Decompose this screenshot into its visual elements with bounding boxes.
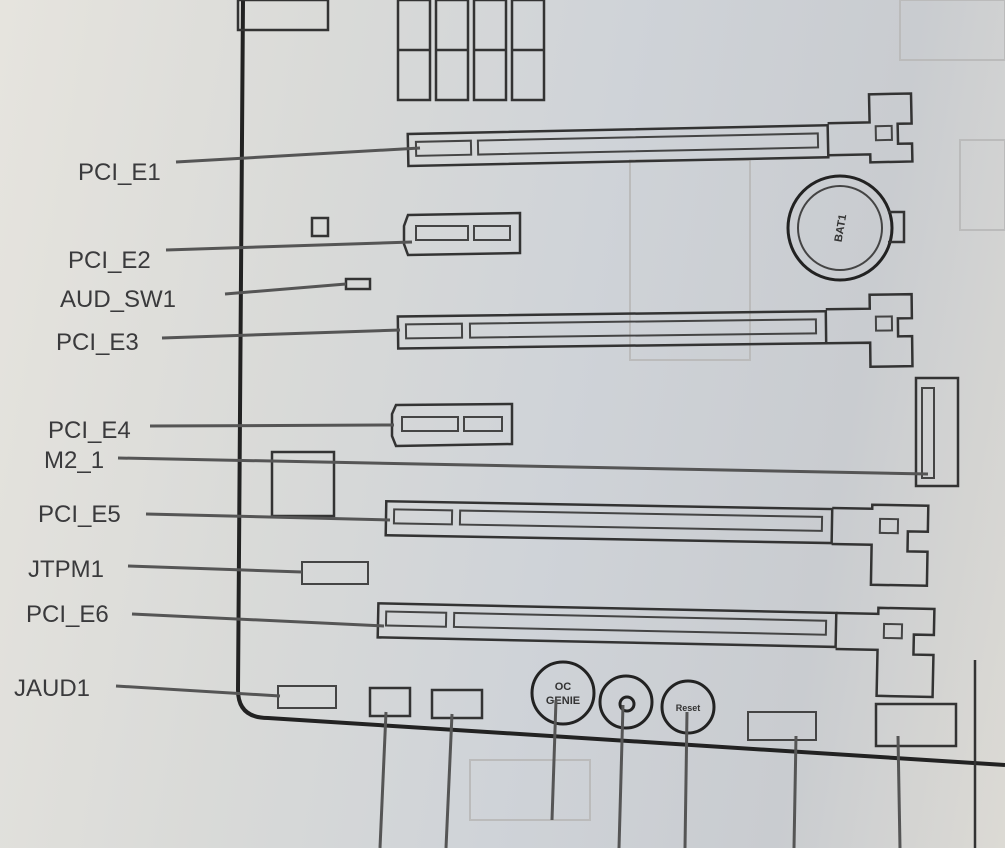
pci-e3-slot <box>396 292 914 368</box>
io-shield-tab <box>236 0 330 32</box>
power-button <box>598 674 654 730</box>
label-pci-e4: PCI_E4 <box>48 417 131 444</box>
label-aud-sw1: AUD_SW1 <box>60 286 176 313</box>
pci-e1-slot <box>406 92 914 168</box>
pci-e5-slot <box>384 499 930 587</box>
leader-lines <box>115 146 929 848</box>
battery-label: BAT1 <box>833 213 850 243</box>
label-m2-1: M2_1 <box>44 447 104 474</box>
label-pci-e2: PCI_E2 <box>68 247 151 274</box>
dimm-slots <box>396 0 546 102</box>
label-jaud1: JAUD1 <box>14 675 90 702</box>
m2-1-slot <box>270 376 960 518</box>
board-outline <box>235 0 1005 767</box>
fan-header-1 <box>368 686 412 718</box>
jaud1-header <box>277 685 337 709</box>
battery-bat1: BAT1 <box>786 174 906 282</box>
label-pci-e3: PCI_E3 <box>56 329 139 356</box>
label-pci-e6: PCI_E6 <box>26 601 109 628</box>
reset-label: Reset <box>676 703 701 713</box>
power-icon <box>618 695 636 713</box>
label-pci-e5: PCI_E5 <box>38 501 121 528</box>
oc-genie-label-1: OC <box>555 681 572 693</box>
usb-header <box>874 702 958 748</box>
jtpm1-header <box>301 561 369 585</box>
pci-e4-slot <box>390 402 514 448</box>
label-jtpm1: JTPM1 <box>28 556 104 583</box>
oc-genie-label-2: GENIE <box>546 695 580 707</box>
fan-header-2 <box>430 688 484 720</box>
label-pci-e1: PCI_E1 <box>78 159 161 186</box>
pci-e2-slot <box>310 211 522 257</box>
aud-sw1-switch <box>344 277 372 291</box>
front-panel-header <box>747 711 817 741</box>
pci-e6-slot <box>376 602 936 699</box>
oc-genie-button: OC GENIE <box>530 660 596 726</box>
